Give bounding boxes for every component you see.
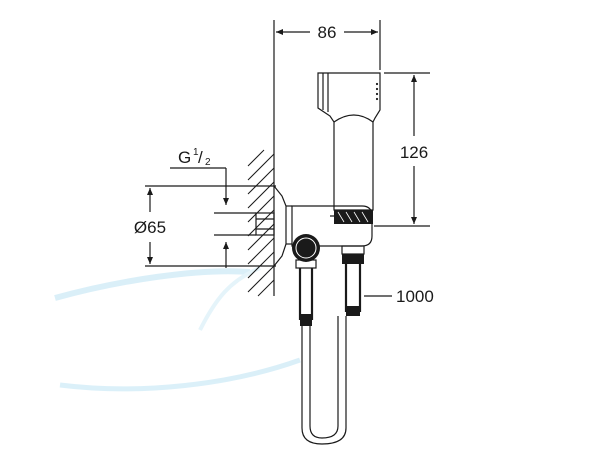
dimension-height: 126 [374, 72, 430, 227]
hand-shower [317, 72, 381, 224]
wall [247, 149, 275, 297]
dimension-hose-length: 1000 [364, 287, 434, 306]
thread-numerator: 1 [193, 147, 199, 158]
dimension-diameter: Ø65 [134, 185, 276, 267]
hose-nut [292, 234, 320, 269]
thread-prefix: G [178, 148, 191, 167]
hose [298, 264, 362, 445]
thread-denominator: 2 [205, 157, 211, 168]
pipe-connector [255, 212, 275, 236]
hose-length-label: 1000 [396, 287, 434, 306]
wall-rosette [273, 185, 292, 267]
hose-nut-right [341, 245, 365, 264]
dimension-thread: G 1 / 2 [170, 147, 256, 268]
dimension-width: 86 [273, 20, 381, 150]
width-label: 86 [318, 23, 337, 42]
thread-slash: / [198, 148, 203, 167]
watermark-swoosh [54, 266, 301, 392]
spray-nozzle [375, 82, 379, 101]
height-label: 126 [400, 143, 428, 162]
wall-hatching [247, 149, 275, 297]
diameter-label: Ø65 [134, 218, 166, 237]
